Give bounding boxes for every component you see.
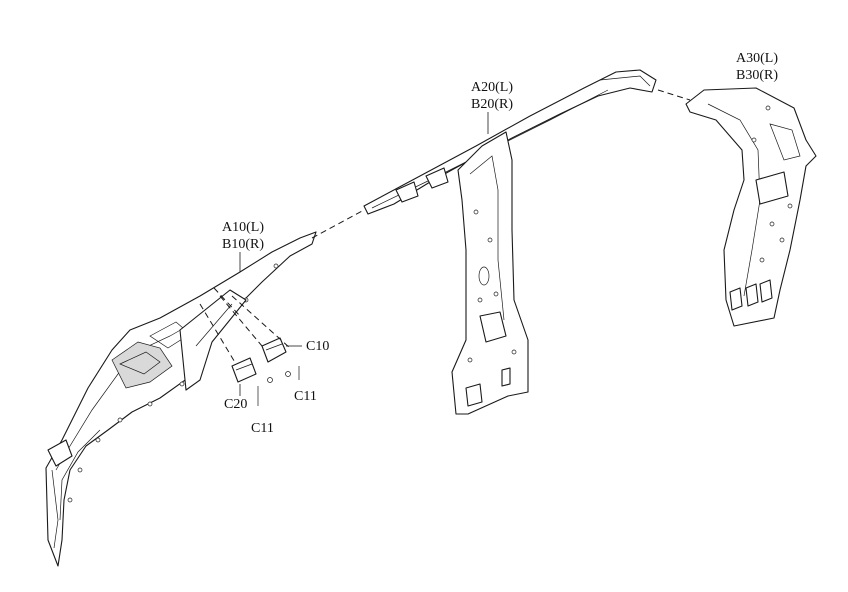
- label-c11-lower: C11: [251, 421, 274, 436]
- center-pillar-panel: [451, 131, 529, 415]
- bolt-c11-lower: [257, 377, 273, 406]
- rear-quarter-panel: [685, 87, 817, 327]
- bracket-c20: [231, 357, 257, 383]
- label-b10: B10(R): [222, 237, 264, 252]
- front-pillar-brace: [179, 289, 247, 391]
- roof-rail-section: [363, 69, 657, 215]
- front-pillar-panel: [45, 231, 317, 567]
- label-c10: C10: [306, 339, 329, 354]
- label-a30: A30(L): [736, 51, 778, 66]
- callout-leaders: [239, 112, 489, 396]
- label-c11-right: C11: [294, 389, 317, 404]
- label-c20: C20: [224, 397, 247, 412]
- bracket-c10: [261, 337, 287, 363]
- bolt-c11-right: [285, 366, 300, 380]
- label-b30: B30(R): [736, 68, 778, 83]
- assembly-guide-lines: [199, 89, 691, 365]
- label-b20: B20(R): [471, 97, 513, 112]
- label-a10: A10(L): [222, 220, 264, 235]
- label-a20: A20(L): [471, 80, 513, 95]
